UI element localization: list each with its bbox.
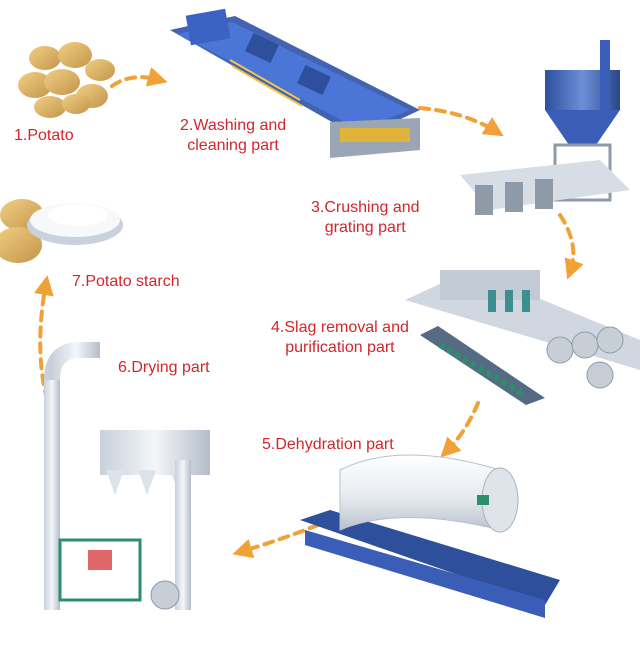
step-label-dehydration: 5.Dehydration part bbox=[262, 436, 394, 453]
potato-pile-image bbox=[18, 42, 115, 118]
crushing-line-image bbox=[460, 40, 630, 215]
step-label-crushing-grating: 3.Crushing and grating part bbox=[311, 199, 420, 236]
step-label-potato: 1.Potato bbox=[14, 127, 74, 144]
step-label-slag-removal-purification: 4.Slag removal and purification part bbox=[271, 319, 409, 356]
dehydration-drum-image bbox=[300, 454, 560, 618]
potato-starch-image bbox=[0, 199, 123, 263]
step-label-washing-cleaning: 2.Washing and cleaning part bbox=[180, 117, 287, 154]
washing-line-image bbox=[170, 8, 420, 158]
drying-part-image bbox=[44, 342, 210, 610]
arrow-potato-to-washing bbox=[110, 67, 168, 88]
step-label-potato-starch: 7.Potato starch bbox=[72, 273, 180, 290]
step-label-drying: 6.Drying part bbox=[118, 359, 210, 376]
slag-removal-line-image bbox=[405, 270, 640, 405]
arrow-drying-to-starch bbox=[34, 275, 54, 417]
arrow-slag-to-dehydration bbox=[440, 401, 480, 458]
arrow-crushing-to-slag bbox=[558, 213, 584, 280]
arrow-dehydration-to-drying bbox=[232, 523, 320, 559]
flow-arrows bbox=[34, 67, 584, 559]
arrow-washing-to-crushing bbox=[418, 106, 504, 137]
